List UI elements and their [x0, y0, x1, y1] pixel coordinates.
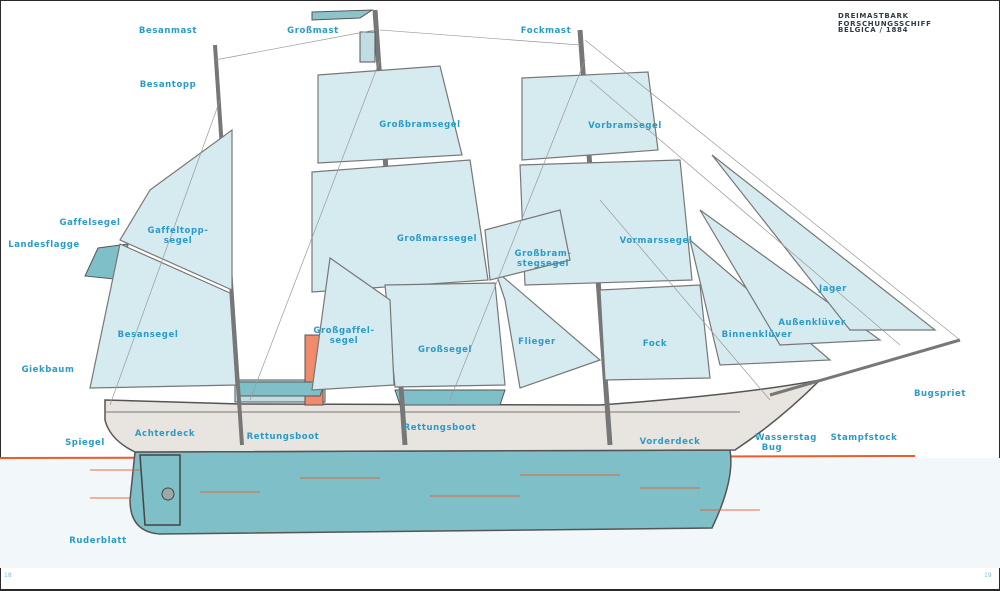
hull-underwater [129, 449, 732, 535]
label-binnenkluever: Binnenklüver [721, 330, 793, 340]
water-strokes [90, 469, 760, 511]
label-ruderblatt: Ruderblatt [69, 536, 127, 546]
pennant [311, 9, 374, 21]
rudder [139, 454, 181, 526]
label-grossbramsegel: Großbramsegel [379, 120, 461, 130]
diagram-subtitle: BELGICA / 1884 [838, 26, 909, 34]
label-grossgaffelsegel: Großgaffel-segel [313, 326, 374, 346]
label-aussenkluever: Außenklüver [778, 318, 846, 328]
label-line: segel [163, 236, 193, 246]
label-grosssegel: Großsegel [417, 345, 473, 355]
label-rettungsboot-aft: Rettungsboot [246, 432, 320, 442]
label-line: stegsegel [517, 259, 569, 269]
diagram-title: DREIMASTBARK FORSCHUNGSSCHIFF [838, 12, 932, 28]
label-line: Großgaffel- [313, 326, 375, 336]
label-jager: Jager [819, 284, 847, 294]
label-giekbaum: Giekbaum [21, 365, 75, 375]
label-besansegel: Besansegel [117, 330, 179, 340]
label-flieger: Flieger [518, 337, 556, 347]
page-number-right: 19 [984, 572, 992, 579]
label-fockmast: Fockmast [520, 26, 572, 36]
label-stampfstock: Stampfstock [830, 433, 898, 443]
label-line: Gaffeltopp- [147, 226, 209, 236]
propeller [161, 487, 175, 501]
label-vorderdeck: Vorderdeck [639, 437, 701, 447]
label-besanmast: Besanmast [138, 26, 198, 36]
label-gaffelsegel: Gaffelsegel [59, 218, 121, 228]
sails [89, 65, 937, 391]
label-gaffeltoppsegel: Gaffeltopp-segel [148, 226, 209, 246]
label-line: segel [329, 336, 359, 346]
label-line: Großbram- [514, 249, 572, 259]
hull [104, 378, 823, 453]
label-grossbramstegsegel: Großbram-stegsegel [515, 249, 572, 269]
label-grossmarssegel: Großmarssegel [396, 234, 478, 244]
label-fock: Fock [642, 339, 668, 349]
bowsprit [769, 338, 961, 397]
label-wasserstag: Wasserstag [755, 433, 817, 443]
label-landesflagge: Landesflagge [8, 240, 80, 250]
lifeboat [394, 389, 506, 406]
label-vorbramsegel: Vorbramsegel [588, 121, 662, 131]
label-vormarssegel: Vormarssegel [619, 236, 693, 246]
page-number-left: 18 [4, 572, 12, 579]
label-besantopp: Besantopp [139, 80, 197, 90]
label-achterdeck: Achterdeck [134, 429, 196, 439]
lifeboat-aft [234, 381, 326, 397]
label-rettungsboot: Rettungsboot [403, 423, 477, 433]
label-grossmast: Großmast [287, 26, 339, 36]
label-spiegel: Spiegel [65, 438, 105, 448]
rigging [109, 29, 961, 406]
label-bugspriet: Bugspriet [913, 389, 967, 399]
label-bug: Bug [761, 443, 783, 453]
